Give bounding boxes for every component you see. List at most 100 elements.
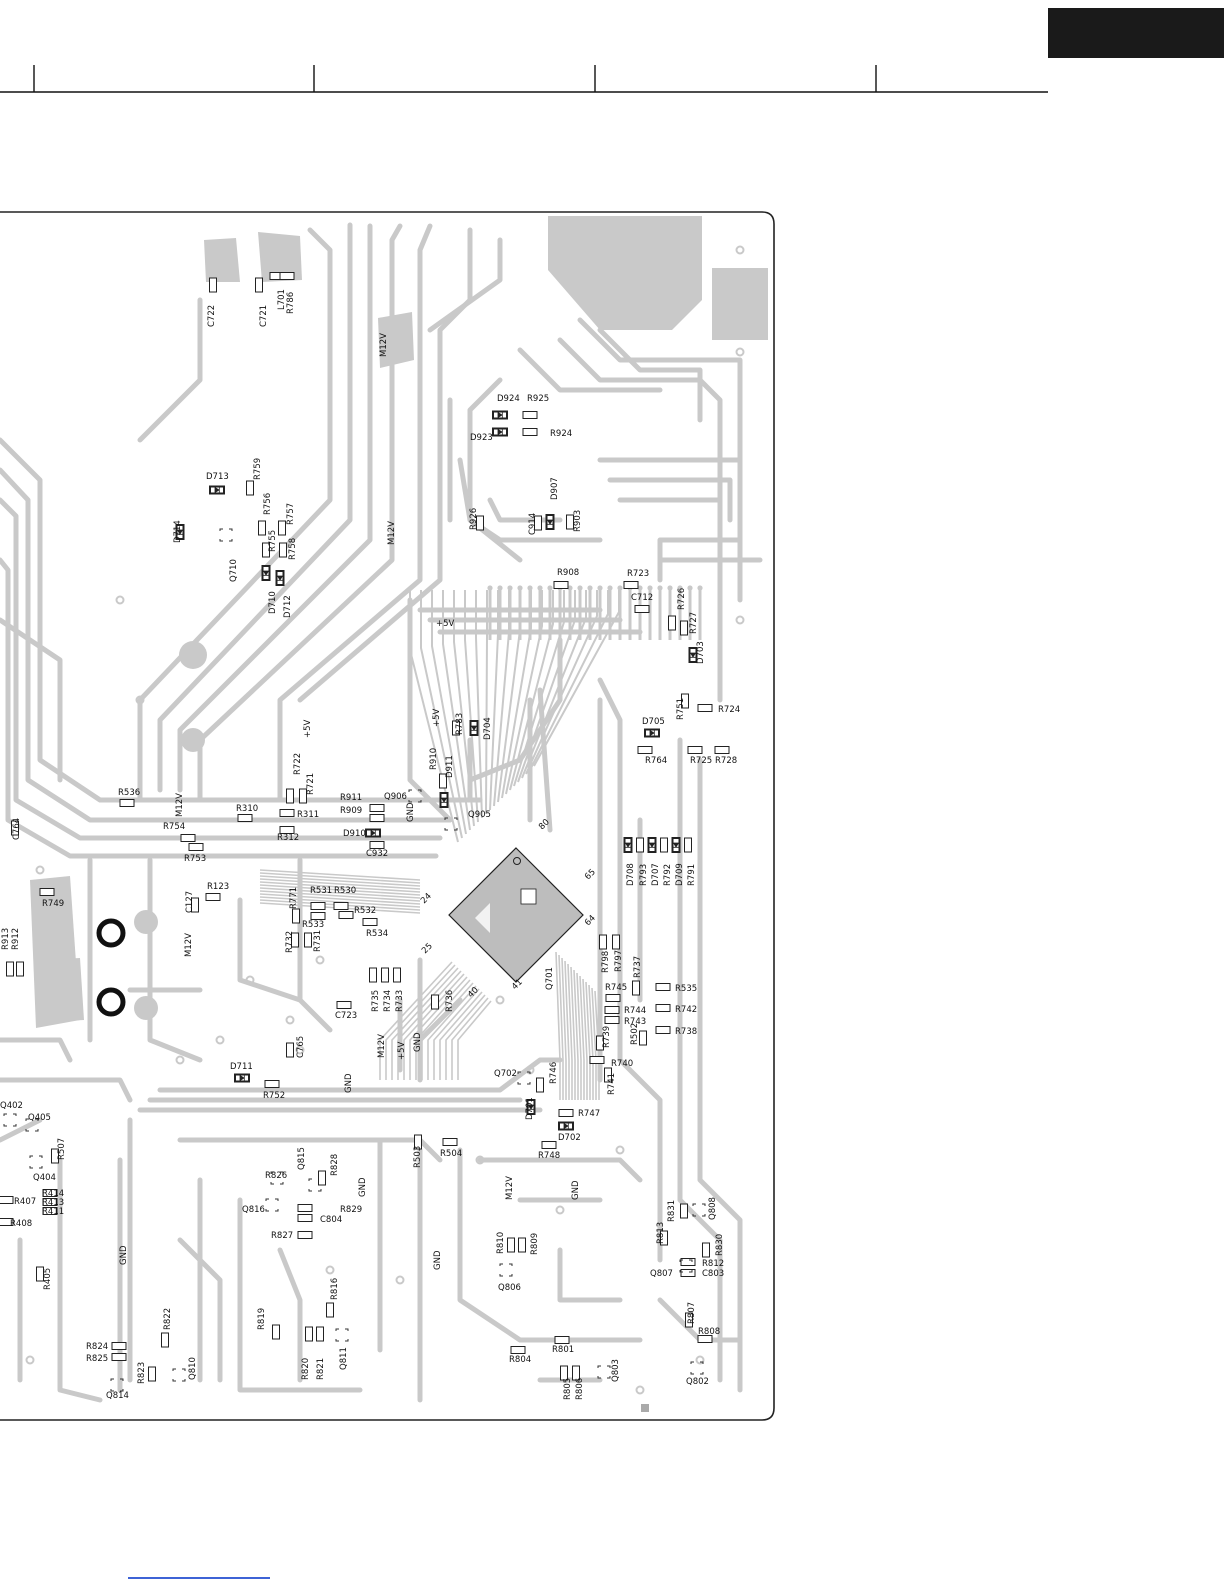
component-label: R831 <box>667 1200 677 1222</box>
via <box>475 1155 485 1165</box>
via <box>735 347 745 357</box>
component-label: C721 <box>259 305 269 327</box>
copper-trace <box>697 757 743 1393</box>
ic-fan-trace <box>259 887 421 899</box>
component-label: L701 <box>277 289 287 310</box>
component-r504: R504 <box>440 1138 462 1159</box>
component-label: R507 <box>57 1138 67 1160</box>
component-label: R748 <box>538 1151 560 1161</box>
component-r741: R741 <box>604 1067 617 1095</box>
component-label: D701 <box>525 1097 535 1120</box>
component-label: R807 <box>687 1302 697 1324</box>
component-label: C803 <box>702 1269 724 1279</box>
ic-fan-trace <box>485 590 488 815</box>
component-label: R726 <box>677 588 687 610</box>
copper-trace <box>137 227 333 803</box>
component-q810: Q810 <box>172 1357 198 1382</box>
connector-pad <box>587 585 593 591</box>
component-label: C914 <box>528 513 538 535</box>
component-r531: R531 <box>310 886 332 910</box>
component-q802: Q802 <box>686 1361 709 1387</box>
component-d704: D704 <box>469 717 493 740</box>
component-d702: D702 <box>558 1121 581 1143</box>
component-q710: Q710 <box>219 528 239 582</box>
component-r751: R751 <box>676 693 689 720</box>
component-label: R823 <box>137 1362 147 1384</box>
component-label: R786 <box>286 292 296 314</box>
component-label: C932 <box>366 849 388 859</box>
component-r820: R820 <box>301 1326 313 1380</box>
component-label: R827 <box>271 1231 293 1241</box>
component-label: D910 <box>343 829 366 839</box>
component-d712: D712 <box>275 570 293 618</box>
ic-fan-trace <box>259 884 421 896</box>
ic-fan-trace <box>385 964 456 1080</box>
component-c723: C723 <box>335 1001 357 1021</box>
connector-pad <box>547 585 553 591</box>
component-label: R530 <box>334 886 356 896</box>
component-r734: R734 <box>381 967 393 1012</box>
component-r530: R530 <box>333 886 356 910</box>
connector-pad <box>687 585 693 591</box>
connector-pad <box>617 585 623 591</box>
component-label: R820 <box>301 1358 311 1380</box>
component-r805: R805 <box>560 1365 573 1400</box>
component-q803: Q803 <box>597 1359 621 1382</box>
component-label: R758 <box>288 538 298 560</box>
component-label: Q906 <box>384 792 407 802</box>
connector-pad <box>497 585 503 591</box>
component-r808: R808 <box>697 1327 720 1343</box>
component-label: R821 <box>316 1358 326 1380</box>
component-q905: Q905 <box>444 810 491 831</box>
component-r748: R748 <box>538 1141 560 1161</box>
component-label: R123 <box>207 882 229 892</box>
copper-trace <box>427 237 503 333</box>
ic-fan-trace <box>439 991 483 1080</box>
component-label: R797 <box>614 950 624 972</box>
component-label: R503 <box>413 1146 423 1168</box>
component-label: R909 <box>340 806 362 816</box>
board-outline <box>0 211 775 1421</box>
component-label: R822 <box>163 1308 173 1330</box>
component-label: C765 <box>296 1036 306 1058</box>
copper-trace <box>0 1037 73 1063</box>
copper-trace <box>197 223 403 803</box>
component-r754: R754 <box>163 822 196 842</box>
component-label: R816 <box>330 1278 340 1300</box>
ic-fan-trace <box>475 590 483 819</box>
connector-pad <box>667 585 673 591</box>
component-c765: C765 <box>286 1036 306 1058</box>
component-r742: R742 <box>655 1004 697 1015</box>
bottom-link-underline <box>128 1577 270 1579</box>
net-label: M12V <box>184 933 194 957</box>
component-label: R414 <box>42 1189 64 1199</box>
ic-fan-trace <box>259 869 421 881</box>
ic-fan-trace <box>564 960 570 1100</box>
ic-ref-label: Q701 <box>545 967 555 990</box>
component-r823: R823 <box>137 1362 156 1384</box>
copper-trace <box>477 1157 643 1183</box>
ic-fan-trace <box>259 881 421 893</box>
ic-fan-trace <box>570 966 576 1100</box>
component-label: R744 <box>624 1006 646 1016</box>
component-r408: R408 <box>0 1218 32 1229</box>
ic-fan-trace <box>567 963 573 1100</box>
component-label: R745 <box>605 983 627 993</box>
connector-pad <box>487 585 493 591</box>
component-r911: R911 <box>340 793 385 812</box>
ic-fan-trace <box>420 590 463 839</box>
component-c127: C127 <box>185 891 199 913</box>
component-label: R808 <box>698 1327 720 1337</box>
net-label: GND <box>358 1177 368 1197</box>
connector-pad <box>597 585 603 591</box>
component-label: R411 <box>42 1207 64 1217</box>
component-q808: Q808 <box>692 1197 718 1220</box>
component-label: D923 <box>470 433 493 443</box>
ic-fan-trace <box>579 975 585 1100</box>
component-label: Q702 <box>494 1069 517 1079</box>
component-label: C764 <box>12 818 22 840</box>
copper-trace <box>677 737 723 1383</box>
via <box>245 975 255 985</box>
component-label: D705 <box>642 717 665 727</box>
component-r745: R745 <box>605 983 627 1002</box>
